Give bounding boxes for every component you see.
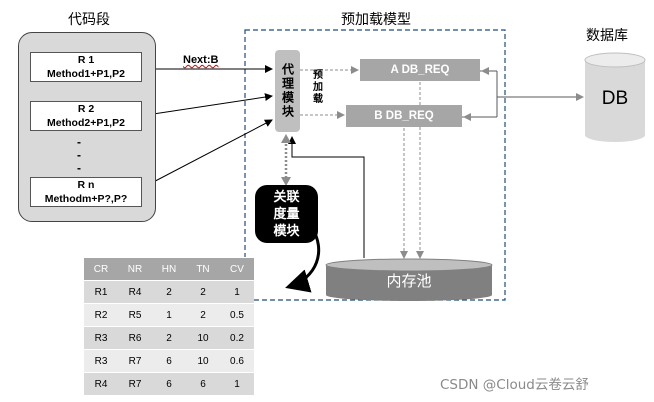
arrow-r2-to-proxy <box>139 93 273 117</box>
db-label: DB <box>601 88 629 109</box>
metric-line-2: 度量 <box>273 206 300 221</box>
table-cell: 2 <box>152 280 186 304</box>
ellipsis-1: - <box>77 135 81 149</box>
table-cell: 0.5 <box>220 303 254 327</box>
table-row: R3 R6 2 10 0.2 <box>84 326 254 350</box>
a-dbreq-module: A DB_REQ <box>360 59 480 81</box>
table-cell: R5 <box>118 303 152 327</box>
table-header-row: CR NR HN TN CV <box>84 257 254 281</box>
next-label: Next:B <box>183 54 219 66</box>
proxy-module: 代理模块 <box>275 50 300 132</box>
table-cell: R3 <box>84 349 118 373</box>
table-cell: 0.2 <box>220 326 254 350</box>
code-block-rn: R n Methodm+P?,P? <box>30 177 142 207</box>
code-block-r2-method: Method2+P1,P2 <box>47 117 125 129</box>
table-cell: 2 <box>186 280 220 304</box>
table-row: R4 R7 6 6 1 <box>84 372 254 396</box>
ellipsis-2: - <box>77 148 81 162</box>
database-title: 数据库 <box>586 28 628 44</box>
col-header: HN <box>152 257 186 281</box>
ellipsis-3: - <box>77 161 81 175</box>
table-row: R2 R5 1 2 0.5 <box>84 303 254 327</box>
b-dbreq-module: B DB_REQ <box>346 105 462 127</box>
table-cell: R7 <box>118 372 152 396</box>
table-cell: R1 <box>84 280 118 304</box>
metric-line-3: 模块 <box>273 223 300 238</box>
table-cell: 2 <box>186 303 220 327</box>
col-header: TN <box>186 257 220 281</box>
preload-model-title: 预加载模型 <box>341 12 411 28</box>
code-block-r1: R 1 Method1+P1,P2 <box>30 52 142 82</box>
table-cell: R4 <box>118 280 152 304</box>
code-block-rn-method: Methodm+P?,P? <box>44 193 128 205</box>
table-cell: 10 <box>186 349 220 373</box>
arrow-pool-to-proxy <box>288 136 365 258</box>
table-cell: R3 <box>84 326 118 350</box>
metric-line-1: 关联 <box>273 189 300 204</box>
table-cell: 0.6 <box>220 349 254 373</box>
csdn-watermark: CSDN @Cloud云卷云舒 <box>440 377 589 393</box>
prefetch-label: 预加载 <box>313 70 323 105</box>
col-header: NR <box>118 257 152 281</box>
association-metric-module: 关联 度量 模块 <box>255 185 318 243</box>
table-cell: 1 <box>220 280 254 304</box>
memory-pool-cylinder <box>325 258 493 301</box>
table-cell: 1 <box>220 372 254 396</box>
col-header: CV <box>220 257 254 281</box>
table-cell: 2 <box>152 326 186 350</box>
col-header: CR <box>84 257 118 281</box>
code-block-r1-method: Method1+P1,P2 <box>47 68 125 80</box>
table-row: R1 R4 2 2 1 <box>84 280 254 304</box>
code-block-r2-id: R 2 <box>77 103 95 115</box>
arrow-rn-to-proxy <box>139 119 273 190</box>
code-segment-title: 代码段 <box>68 12 110 28</box>
code-block-rn-id: R n <box>77 179 95 191</box>
memory-pool-label: 内存池 <box>386 272 432 290</box>
code-block-r2: R 2 Method2+P1,P2 <box>30 101 142 131</box>
table-cell: 1 <box>152 303 186 327</box>
cv-table: CR NR HN TN CV R1 R4 2 2 1 R2 R5 1 2 0.5… <box>84 257 254 396</box>
code-block-r1-id: R 1 <box>77 54 95 66</box>
table-cell: R2 <box>84 303 118 327</box>
table-cell: 6 <box>152 349 186 373</box>
table-row: R3 R7 6 10 0.6 <box>84 349 254 373</box>
table-cell: 6 <box>152 372 186 396</box>
table-cell: R7 <box>118 349 152 373</box>
table-cell: R4 <box>84 372 118 396</box>
database-cylinder <box>584 52 646 142</box>
table-cell: 6 <box>186 372 220 396</box>
table-cell: 10 <box>186 326 220 350</box>
table-cell: R6 <box>118 326 152 350</box>
